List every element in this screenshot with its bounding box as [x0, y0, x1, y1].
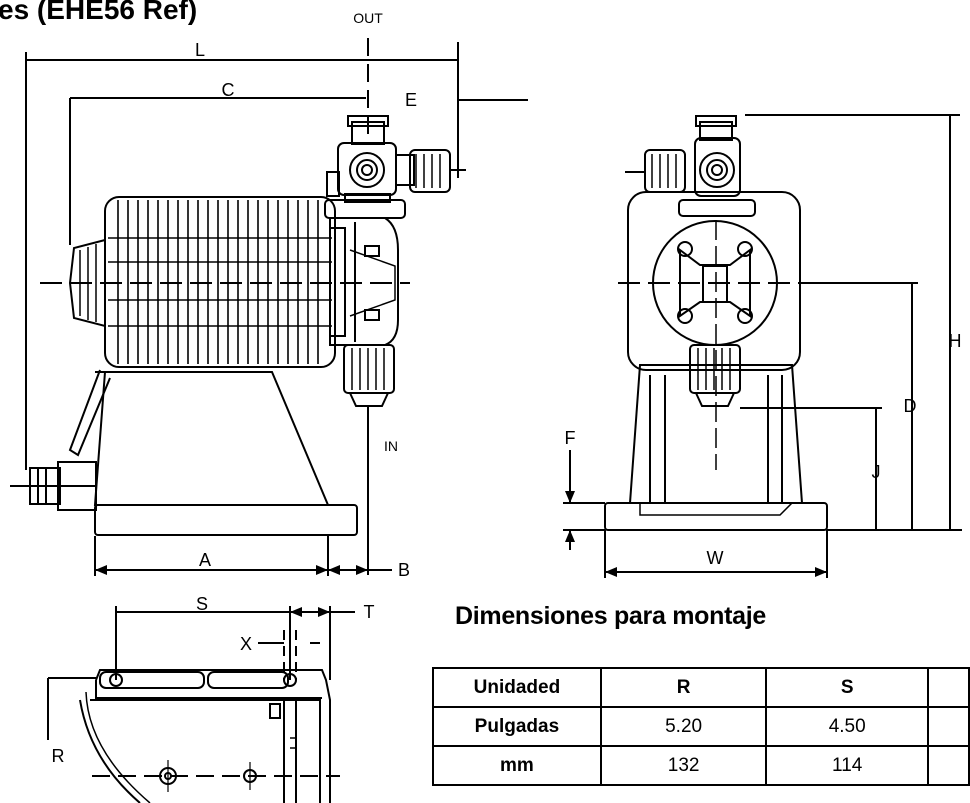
dim-label-t: T — [364, 602, 375, 622]
dim-label-a: A — [199, 550, 211, 570]
cell-s: 4.50 — [765, 706, 930, 747]
base-view — [47, 606, 355, 803]
dim-label-c: C — [222, 80, 235, 100]
cell-extra — [927, 706, 970, 747]
page-title: es (EHE56 Ref) — [0, 0, 198, 25]
dim-label-e: E — [405, 90, 417, 110]
cell-r: 132 — [599, 745, 768, 786]
dim-label-f: F — [565, 428, 576, 448]
dim-label-h: H — [949, 331, 962, 351]
dim-label-d: D — [904, 396, 917, 416]
dim-label-l: L — [195, 40, 205, 60]
table-row: mm 132 114 — [432, 745, 970, 786]
mounting-table: Unidaded R S Pulgadas 5.20 4.50 mm 132 1… — [432, 667, 970, 786]
cell-r: 5.20 — [599, 706, 768, 747]
column-header — [927, 667, 970, 708]
side-view — [10, 38, 528, 576]
column-header: Unidaded — [432, 667, 602, 708]
cell-s: 114 — [765, 745, 930, 786]
dim-label-j: J — [872, 462, 881, 482]
dim-label-x: X — [240, 634, 252, 654]
mounting-heading: Dimensiones para montaje — [455, 602, 766, 630]
column-header: S — [765, 667, 930, 708]
row-label: mm — [432, 745, 602, 786]
table-row: Pulgadas 5.20 4.50 — [432, 706, 970, 747]
dim-label-s: S — [196, 594, 208, 614]
label-in: IN — [384, 438, 398, 454]
column-header: R — [599, 667, 768, 708]
table-header-row: Unidaded R S — [432, 667, 970, 708]
cell-extra — [927, 745, 970, 786]
dim-label-b: B — [398, 560, 410, 580]
front-view — [563, 114, 962, 578]
row-label: Pulgadas — [432, 706, 602, 747]
dim-label-r: R — [52, 746, 65, 766]
label-out: OUT — [353, 10, 383, 26]
dim-label-w: W — [707, 548, 724, 568]
